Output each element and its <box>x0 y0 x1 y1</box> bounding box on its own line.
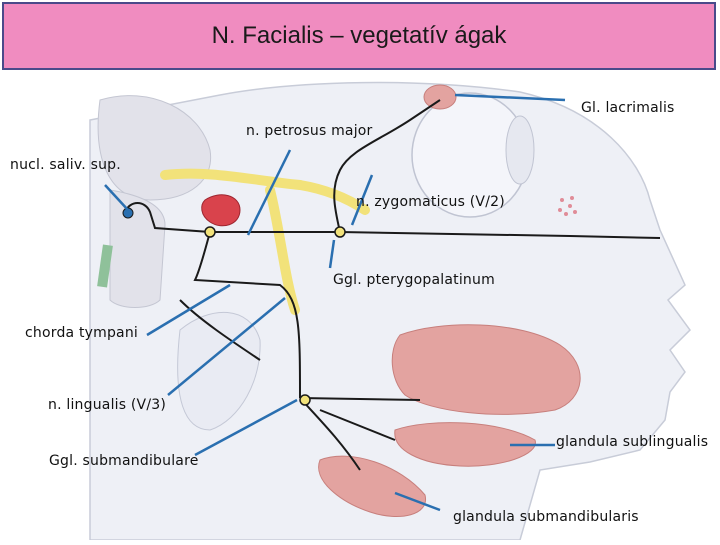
label-ggl-submandibulare: Ggl. submandibulare <box>49 453 199 469</box>
label-nucl-saliv-sup: nucl. saliv. sup. <box>10 157 121 173</box>
eye-lens <box>506 116 534 184</box>
label-glandula-submandibularis: glandula submandibularis <box>453 509 639 525</box>
slide-title: N. Facialis – vegetatív ágak <box>212 22 507 50</box>
lacrimal-gland <box>424 85 456 109</box>
label-chorda-tympani: chorda tympani <box>25 325 138 341</box>
facial-nerve-diagram: Gl. lacrimalis n. petrosus major nucl. s… <box>0 72 720 540</box>
label-ggl-pterygopalatinum: Ggl. pterygopalatinum <box>333 272 495 288</box>
label-n-lingualis: n. lingualis (V/3) <box>48 397 166 413</box>
label-gl-lacrimalis: Gl. lacrimalis <box>581 100 675 116</box>
brainstem <box>110 190 165 308</box>
anatomy-illustration <box>0 72 720 540</box>
label-n-zygomaticus: n. zygomaticus (V/2) <box>356 194 505 210</box>
label-glandula-sublingualis: glandula sublingualis <box>556 434 708 450</box>
label-n-petrosus-major: n. petrosus major <box>246 123 373 139</box>
title-bar: N. Facialis – vegetatív ágak <box>2 2 716 70</box>
